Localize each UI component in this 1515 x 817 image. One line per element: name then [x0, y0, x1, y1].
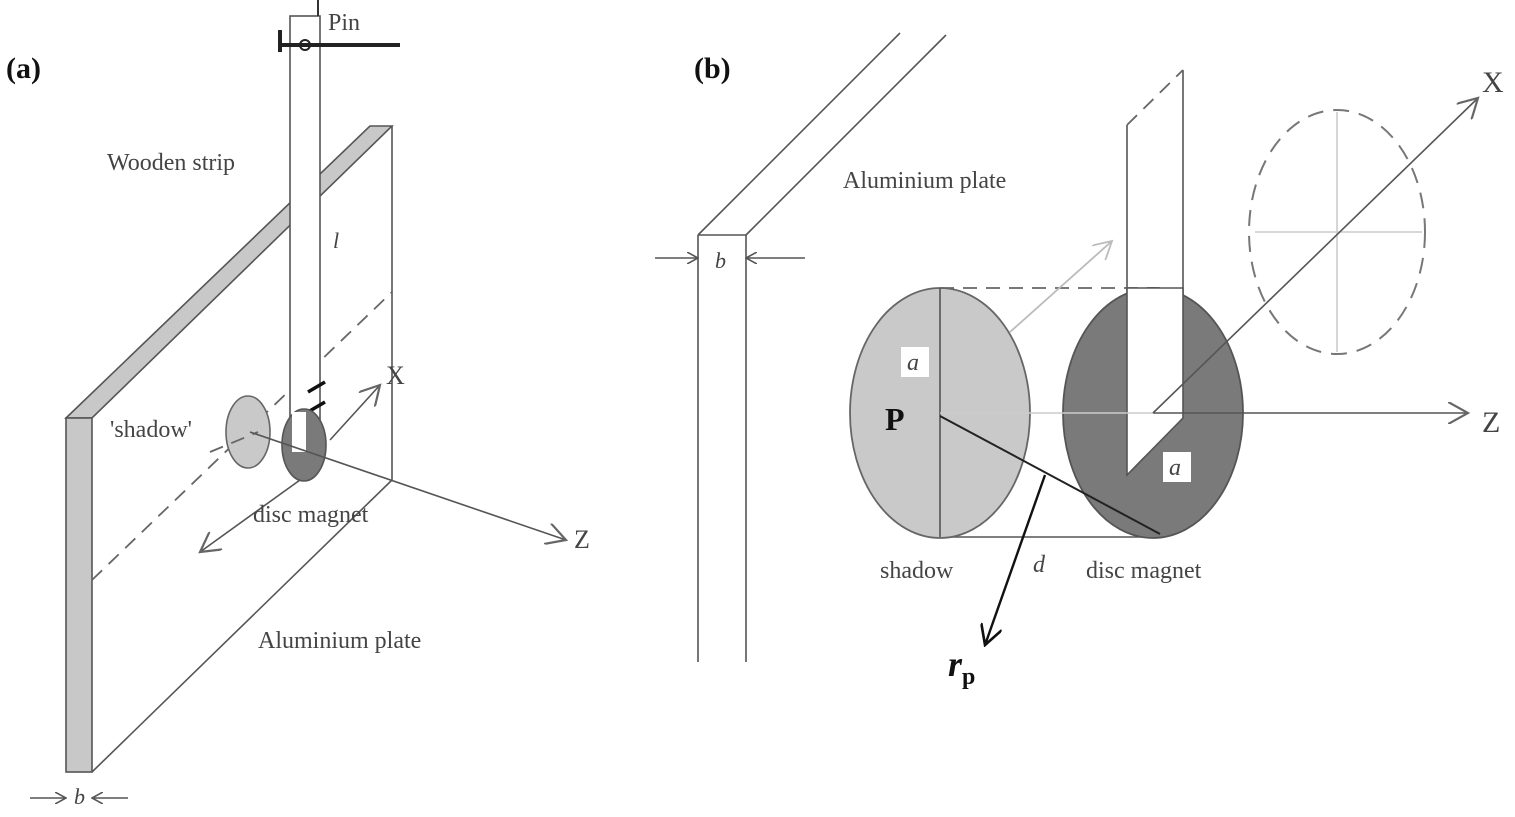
- aluminium-plate-label-a: Aluminium plate: [258, 628, 421, 654]
- shadow-disc-a: [225, 395, 271, 469]
- length-label: l: [333, 228, 339, 253]
- shadow-label-b: shadow: [880, 558, 954, 584]
- rp-arrow: [985, 474, 1047, 645]
- panel-a-label: (a): [6, 52, 41, 85]
- disc-magnet-label-a: disc magnet: [253, 502, 369, 528]
- p-to-magnet-line: [939, 415, 1161, 535]
- shadow-label-a: 'shadow': [110, 417, 192, 443]
- rp-main: r: [948, 644, 963, 684]
- distance-label: d: [1033, 552, 1046, 578]
- x-axis-a: [329, 385, 380, 441]
- z-axis-label-a: Z: [574, 525, 590, 554]
- x-axis-label-b: X: [1482, 66, 1504, 99]
- panel-b: (b): [655, 32, 1504, 690]
- rp-label: rp: [948, 644, 975, 690]
- aluminium-plate-label-b: Aluminium plate: [843, 168, 1006, 194]
- panel-b-label: (b): [694, 52, 731, 85]
- thickness-label-a: b: [74, 784, 85, 809]
- z-axis-label-b: Z: [1482, 406, 1500, 439]
- z-axis-a: [249, 431, 566, 540]
- thickness-label-b: b: [715, 248, 726, 273]
- shadow-x-arrow: [1009, 241, 1112, 333]
- panel-a: (a) Pin: [6, 0, 590, 809]
- x-axis-b: [1152, 98, 1478, 414]
- wooden-strip: [278, 0, 400, 422]
- rp-subscript: p: [962, 664, 975, 690]
- neg-x-axis-a: [200, 479, 301, 552]
- wooden-strip-label: Wooden strip: [107, 150, 235, 176]
- radius-label-magnet: a: [1169, 455, 1181, 481]
- x-axis-label-a: X: [386, 361, 405, 390]
- radius-label-shadow: a: [907, 350, 919, 376]
- pin-label: Pin: [328, 10, 360, 36]
- point-p-label: P: [885, 401, 905, 437]
- disc-magnet-label-b: disc magnet: [1086, 558, 1202, 584]
- ghost-disc: [1248, 109, 1426, 355]
- aluminium-plate-b: [655, 32, 947, 662]
